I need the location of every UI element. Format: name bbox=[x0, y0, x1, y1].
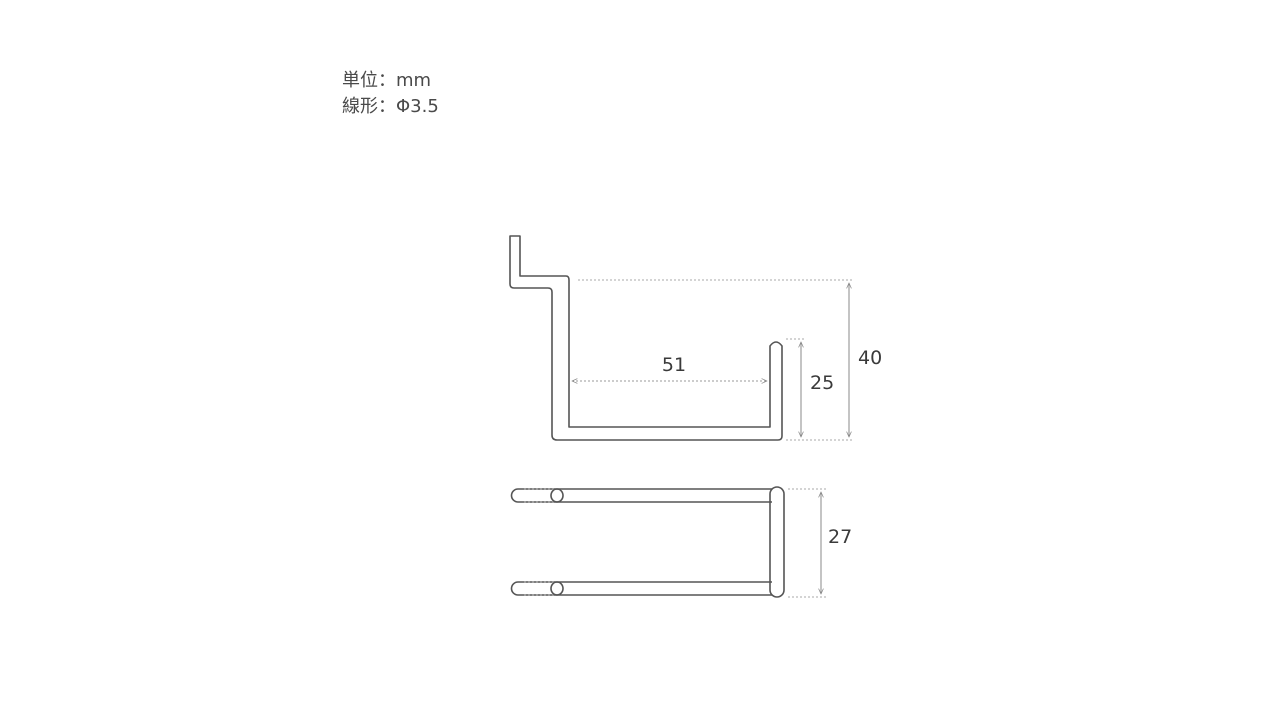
wire-row: 線形：Φ3.5 bbox=[342, 94, 439, 120]
side-view bbox=[509, 235, 783, 441]
hook-outline bbox=[509, 235, 783, 441]
wire-label: 線形 bbox=[342, 96, 378, 117]
dim-total-height: 40 bbox=[578, 279, 882, 441]
unit-label: 単位 bbox=[342, 70, 378, 91]
top-end-bar bbox=[769, 486, 785, 598]
top-wire-lower bbox=[510, 581, 772, 596]
bend-mark-upper bbox=[550, 488, 564, 503]
dim-total-height-label: 40 bbox=[858, 347, 882, 369]
wire-value: Φ3.5 bbox=[396, 96, 439, 117]
wire-separator: ： bbox=[378, 96, 396, 117]
dim-depth-label: 27 bbox=[828, 526, 852, 548]
bend-mark-lower bbox=[550, 581, 564, 596]
top-wire-upper bbox=[510, 488, 772, 503]
unit-value: mm bbox=[396, 70, 432, 91]
unit-row: 単位：mm bbox=[342, 68, 439, 94]
unit-separator: ： bbox=[378, 70, 396, 91]
spec-notes: 単位：mm 線形：Φ3.5 bbox=[342, 68, 439, 120]
dim-inner-height: 25 bbox=[786, 338, 834, 437]
dim-inner-width-label: 51 bbox=[662, 354, 686, 376]
dim-inner-width: 51 bbox=[572, 354, 767, 381]
dim-depth: 27 bbox=[788, 488, 852, 598]
dim-inner-height-label: 25 bbox=[810, 372, 834, 394]
top-view bbox=[510, 486, 785, 598]
